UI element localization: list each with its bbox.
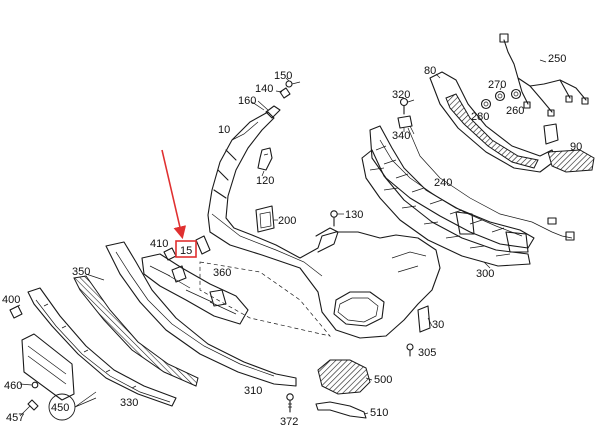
label-360: 360 xyxy=(213,267,231,279)
label-120: 120 xyxy=(256,175,274,187)
label-80: 80 xyxy=(424,65,436,77)
highlight-arrow xyxy=(161,149,187,240)
dashed-assembly-frame xyxy=(199,261,331,337)
clip-part-400 xyxy=(9,305,23,319)
label-30: 30 xyxy=(432,319,444,331)
label-200: 200 xyxy=(278,215,296,227)
bracket-part-15 xyxy=(195,235,211,255)
leader-lines xyxy=(9,81,433,417)
label-320: 320 xyxy=(392,89,410,101)
label-410: 410 xyxy=(150,238,168,250)
bumper-cover-part xyxy=(207,111,441,339)
label-450: 450 xyxy=(51,402,69,414)
clip-parts-160-140-150 xyxy=(257,77,293,119)
grille-part-80 xyxy=(429,71,559,173)
label-500: 500 xyxy=(374,374,392,386)
screw-part-130 xyxy=(330,210,344,227)
label-400: 400 xyxy=(2,294,20,306)
label-10: 10 xyxy=(218,124,230,136)
sensor-parts-260-270-280 xyxy=(480,85,522,110)
label-300: 300 xyxy=(476,268,494,280)
label-150: 150 xyxy=(274,70,292,82)
fog-grille-part-500 xyxy=(317,359,371,395)
label-250: 250 xyxy=(548,53,566,65)
reinforcement-part-300 xyxy=(361,149,531,269)
label-340: 340 xyxy=(392,130,410,142)
label-270: 270 xyxy=(488,79,506,91)
cover-part-30 xyxy=(417,305,431,333)
lower-panel-part-350 xyxy=(105,241,297,387)
label-350: 350 xyxy=(72,266,90,278)
leader-lines-450 xyxy=(74,391,97,408)
label-130: 130 xyxy=(345,209,363,221)
label-280: 280 xyxy=(471,111,489,123)
label-90: 90 xyxy=(570,141,582,153)
side-grille-part-90 xyxy=(547,149,595,173)
label-160: 160 xyxy=(238,95,256,107)
label-140: 140 xyxy=(255,83,273,95)
clip-part-460 xyxy=(31,381,39,389)
label-260: 260 xyxy=(506,105,524,117)
label-240: 240 xyxy=(434,177,452,189)
label-460: 460 xyxy=(4,380,22,392)
label-310: 310 xyxy=(244,385,262,397)
module-part-200 xyxy=(255,205,278,233)
screw-part-457 xyxy=(27,399,39,411)
screw-part-305 xyxy=(406,343,414,357)
trim-strip-part-510 xyxy=(315,401,367,419)
label-305: 305 xyxy=(418,347,436,359)
label-15: 15 xyxy=(180,245,192,257)
label-330: 330 xyxy=(120,397,138,409)
license-plate-bracket-part-450 xyxy=(21,333,75,401)
label-372: 372 xyxy=(280,416,298,428)
spoiler-part-330 xyxy=(27,287,177,407)
underbody-panel-part-360 xyxy=(141,253,249,325)
screw-part-372 xyxy=(286,393,294,413)
label-457: 457 xyxy=(6,412,24,424)
wiring-harness-part-250 xyxy=(407,33,589,241)
label-510: 510 xyxy=(370,407,388,419)
lower-grille-part-310-mesh xyxy=(73,275,199,387)
highlight-box xyxy=(175,240,197,258)
clip-parts-320-340 xyxy=(397,97,413,132)
bracket-part-120 xyxy=(257,147,273,177)
